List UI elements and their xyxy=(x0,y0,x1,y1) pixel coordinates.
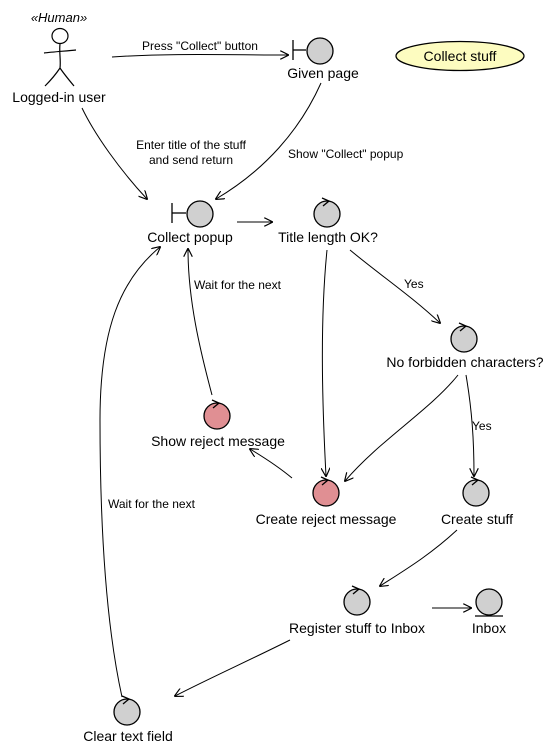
note-label: Collect stuff xyxy=(424,48,497,64)
node-label: No forbidden characters? xyxy=(386,354,543,370)
edge-actor-to-given-page xyxy=(111,55,288,58)
actor-logged-in-user: «Human» Logged-in user xyxy=(12,10,106,105)
node-label: Create stuff xyxy=(441,511,513,527)
control-create-reject-message: Create reject message xyxy=(256,476,397,527)
entity-inbox: Inbox xyxy=(472,588,506,636)
control-icon xyxy=(203,399,231,430)
edge-create-stuff-to-register xyxy=(380,529,458,586)
edge-label-wait-next-1: Wait for the next xyxy=(194,278,282,292)
node-label: Register stuff to Inbox xyxy=(289,620,425,636)
control-icon xyxy=(313,197,341,228)
node-label: Given page xyxy=(287,65,359,81)
edge-label-press-collect: Press "Collect" button xyxy=(142,39,258,53)
control-create-stuff: Create stuff xyxy=(441,476,513,527)
control-no-forbidden-characters: No forbidden characters? xyxy=(386,322,544,370)
control-show-reject-message: Show reject message xyxy=(151,399,285,449)
edge-clear-field-to-collect-popup xyxy=(99,247,160,698)
edge-create-reject-to-show-reject xyxy=(250,449,293,479)
edge-label-enter-title-line1: Enter title of the stuff xyxy=(136,138,247,152)
control-clear-text-field: Clear text field xyxy=(83,695,173,744)
stick-figure-icon xyxy=(43,27,77,87)
control-title-length: Title length OK? xyxy=(278,197,378,245)
node-label: Collect popup xyxy=(147,229,233,245)
control-icon xyxy=(113,695,141,726)
node-label: Title length OK? xyxy=(278,229,378,245)
note-collect-stuff: Collect stuff xyxy=(395,40,525,72)
edge-label-show-popup: Show "Collect" popup xyxy=(288,147,404,161)
boundary-icon xyxy=(292,37,334,65)
control-icon xyxy=(462,476,490,507)
edge-actor-to-collect-popup xyxy=(81,107,147,199)
edge-label-yes-2: Yes xyxy=(472,419,492,433)
entity-icon xyxy=(475,588,503,617)
boundary-given-page: Given page xyxy=(287,37,359,81)
control-icon xyxy=(343,585,371,616)
edge-show-reject-to-collect-popup xyxy=(188,249,213,396)
edge-label-enter-title-line2: and send return xyxy=(149,153,233,167)
node-label: Clear text field xyxy=(83,728,172,744)
edge-given-page-to-collect-popup xyxy=(216,82,322,199)
edge-title-length-to-create-reject xyxy=(322,249,327,476)
edge-no-forbidden-to-create-stuff xyxy=(465,374,474,476)
node-label: Inbox xyxy=(472,620,506,636)
node-label: Create reject message xyxy=(256,511,397,527)
edge-label-yes-1: Yes xyxy=(404,277,424,291)
edge-no-forbidden-to-create-reject xyxy=(345,374,459,481)
node-label: Show reject message xyxy=(151,433,285,449)
edge-title-length-to-no-forbidden xyxy=(349,249,440,323)
control-icon xyxy=(312,476,340,507)
actor-label: Logged-in user xyxy=(12,89,106,105)
control-register-stuff-to-inbox: Register stuff to Inbox xyxy=(289,585,425,636)
control-icon xyxy=(450,322,478,353)
boundary-collect-popup: Collect popup xyxy=(147,200,233,245)
actor-stereotype: «Human» xyxy=(31,10,87,25)
edge-label-wait-next-2: Wait for the next xyxy=(108,497,196,511)
edge-register-to-clear-field xyxy=(175,639,291,696)
boundary-icon xyxy=(171,200,214,228)
